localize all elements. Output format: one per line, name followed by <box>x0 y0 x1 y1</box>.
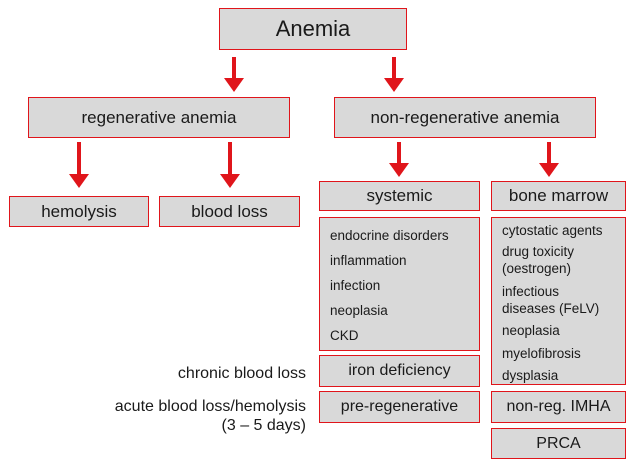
node-systemic: systemic <box>319 181 480 211</box>
node-hemolysis-label: hemolysis <box>41 201 117 221</box>
node-bone-marrow: bone marrow <box>491 181 626 211</box>
list-item: inflammation <box>330 253 407 268</box>
arrow-to-regenerative <box>224 57 244 93</box>
label-chronic-text: chronic blood loss <box>177 365 306 382</box>
node-iron-deficiency: iron deficiency <box>319 355 480 387</box>
arrow-to-bone-marrow <box>539 142 559 178</box>
node-bone-marrow-label: bone marrow <box>508 186 609 205</box>
list-item: infection <box>330 278 381 293</box>
node-anemia-label: Anemia <box>275 16 351 41</box>
node-non-regenerative-label: non-regenerative anemia <box>370 107 560 127</box>
list-item: dysplasia <box>502 368 559 383</box>
list-item: (oestrogen) <box>502 261 572 276</box>
node-prca-label: PRCA <box>536 434 581 452</box>
label-chronic-blood-loss: chronic blood loss <box>178 364 306 383</box>
node-regenerative-label: regenerative anemia <box>81 107 237 127</box>
node-anemia: Anemia <box>219 8 407 50</box>
systemic-causes-list: endocrine disorders inflammation infecti… <box>319 217 480 351</box>
node-hemolysis: hemolysis <box>9 196 149 227</box>
node-regenerative-anemia: regenerative anemia <box>28 97 290 138</box>
list-item: CKD <box>330 328 359 343</box>
label-acute-line1: acute blood loss/hemolysis <box>114 398 306 415</box>
list-item: infectious <box>502 284 560 299</box>
bone-marrow-causes-list: cytostatic agents drug toxicity (oestrog… <box>491 217 626 385</box>
node-imha-label: non-reg. IMHA <box>506 398 611 415</box>
arrow-to-non-regenerative <box>384 57 404 93</box>
node-pre-regenerative: pre-regenerative <box>319 391 480 423</box>
list-item: myelofibrosis <box>502 346 581 361</box>
node-non-regenerative-anemia: non-regenerative anemia <box>334 97 596 138</box>
list-item: endocrine disorders <box>330 228 449 243</box>
arrow-to-blood-loss <box>220 142 240 190</box>
label-acute-blood-loss: acute blood loss/hemolysis (3 – 5 days) <box>115 397 306 435</box>
label-acute-line2: (3 – 5 days) <box>221 417 306 434</box>
node-blood-loss: blood loss <box>159 196 300 227</box>
node-non-reg-imha: non-reg. IMHA <box>491 391 626 423</box>
list-item: neoplasia <box>330 303 388 318</box>
arrow-to-systemic <box>389 142 409 178</box>
node-pre-regenerative-label: pre-regenerative <box>340 398 459 415</box>
node-systemic-label: systemic <box>366 186 433 205</box>
node-prca: PRCA <box>491 428 626 459</box>
list-item: diseases (FeLV) <box>502 301 600 316</box>
list-item: neoplasia <box>502 323 560 338</box>
arrow-to-hemolysis <box>69 142 89 190</box>
list-item: drug toxicity <box>502 244 575 259</box>
list-item: cytostatic agents <box>502 223 603 238</box>
node-iron-deficiency-label: iron deficiency <box>348 362 451 379</box>
node-blood-loss-label: blood loss <box>191 201 268 221</box>
